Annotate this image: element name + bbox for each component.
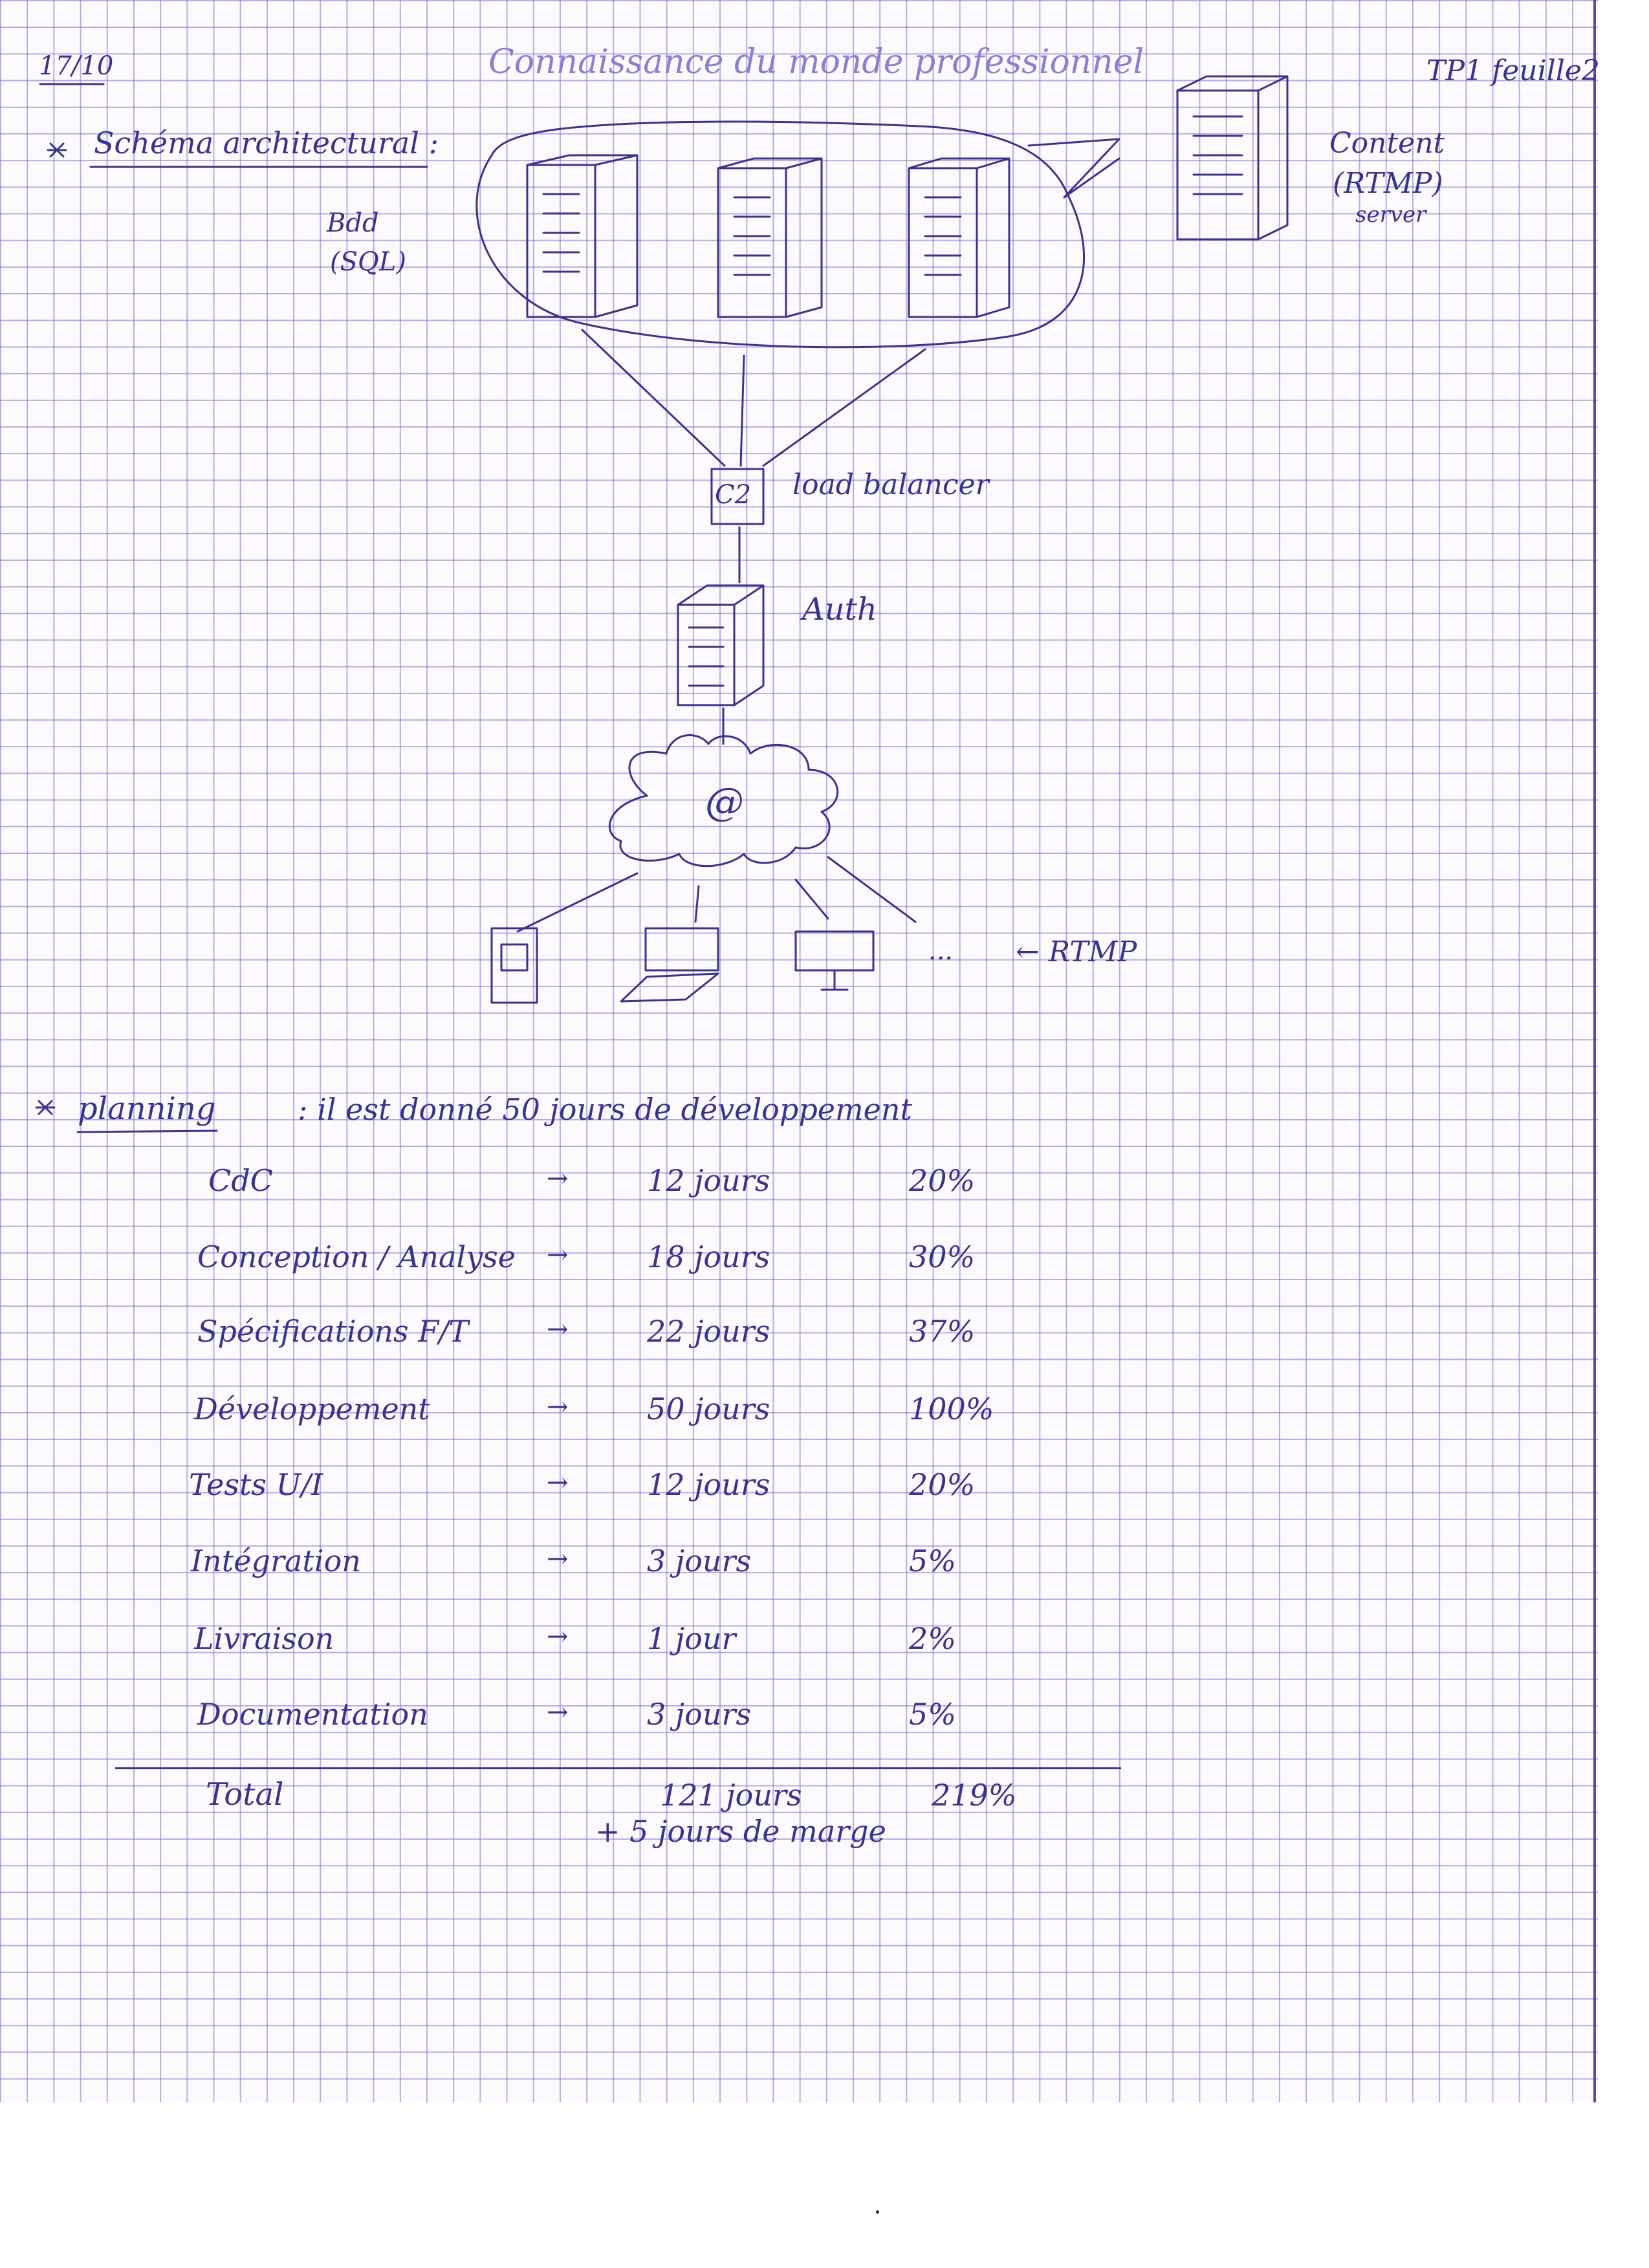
load-balancer-label: load balancer (792, 468, 989, 501)
content-link (1027, 138, 1120, 199)
content-label-1: Content (1329, 127, 1445, 160)
planning-arrow: → (547, 1164, 569, 1194)
db-server-2 (717, 157, 823, 318)
planning-days: 18 jours (647, 1239, 770, 1274)
planning-percent: 20% (909, 1467, 976, 1502)
scan-speck (876, 2210, 879, 2214)
planning-task: Spécifications F/T (197, 1314, 469, 1349)
db-cluster-ellipse (475, 120, 1085, 349)
db-link-3 (762, 348, 926, 467)
content-label-2: (RTMP) (1333, 167, 1443, 200)
planning-task: Documentation (197, 1697, 428, 1732)
planning-days: 22 jours (647, 1314, 770, 1349)
margin-note: + 5 jours de marge (595, 1814, 886, 1849)
planning-arrow: → (547, 1622, 569, 1652)
planning-percent: 37% (909, 1314, 976, 1349)
planning-arrow: → (547, 1392, 569, 1422)
planning-days: 1 jour (647, 1621, 736, 1656)
client-link-4 (827, 856, 917, 923)
load-balancer-box (710, 468, 765, 525)
total-percent: 219% (932, 1778, 1017, 1813)
db-server-3 (908, 157, 1010, 318)
asterisk-2 (35, 1100, 56, 1115)
total-rule (115, 1767, 1121, 1769)
db-label-1: Bdd (327, 208, 379, 238)
page-title: Connaissance du monde professionnel (488, 43, 1144, 82)
planning-arrow: → (547, 1544, 569, 1574)
planning-arrow: → (547, 1314, 569, 1344)
planning-percent: 30% (909, 1239, 976, 1274)
load-balancer-glyph: C2 (715, 480, 752, 510)
planning-underline (76, 1129, 218, 1133)
client-link-2 (694, 885, 700, 923)
phone-client (490, 927, 538, 1004)
planning-task: Livraison (194, 1621, 334, 1656)
db-label-2: (SQL) (330, 247, 406, 277)
planning-percent: 5% (909, 1697, 956, 1732)
rtmp-label: ← RTMP (1016, 935, 1137, 968)
planning-days: 12 jours (647, 1467, 770, 1502)
tp-label: TP1 feuille2 (1426, 54, 1600, 87)
db-server-1 (526, 154, 639, 318)
planning-intro: : il est donné 50 jours de développement (298, 1092, 912, 1127)
total-days: 121 jours (660, 1778, 802, 1813)
desktop-client (794, 930, 875, 991)
auth-server (677, 584, 765, 706)
planning-arrow: → (547, 1468, 569, 1498)
date: 17/10 (39, 51, 114, 81)
planning-task: Tests U/I (189, 1467, 323, 1502)
db-link-1 (581, 329, 726, 467)
client-link-3 (794, 878, 829, 920)
right-margin-line (1593, 0, 1596, 2102)
schema-heading: Schéma architectural : (94, 125, 439, 160)
total-label: Total (206, 1776, 284, 1813)
internet-cloud (609, 734, 839, 867)
laptop-client (620, 927, 719, 1003)
client-link-1 (516, 872, 639, 933)
planning-days: 12 jours (647, 1163, 770, 1198)
content-label-3: server (1355, 202, 1426, 228)
planning-arrow: → (547, 1240, 569, 1270)
graph-paper-sheet (0, 0, 1598, 2102)
planning-percent: 20% (909, 1163, 976, 1198)
planning-days: 50 jours (647, 1391, 770, 1426)
planning-percent: 2% (909, 1621, 956, 1656)
planning-percent: 100% (909, 1391, 994, 1426)
planning-task: Conception / Analyse (197, 1239, 516, 1274)
more-clients-dots: ... (928, 936, 954, 966)
planning-arrow: → (547, 1697, 569, 1727)
planning-task: CdC (208, 1163, 273, 1198)
planning-task: Intégration (191, 1543, 361, 1578)
planning-days: 3 jours (647, 1543, 752, 1578)
content-server (1176, 75, 1289, 241)
asterisk-1 (47, 142, 67, 158)
planning-days: 3 jours (647, 1697, 752, 1732)
at-sign-icon: @ (705, 780, 744, 825)
auth-label: Auth (802, 591, 877, 627)
planning-task: Développement (194, 1391, 430, 1426)
db-link-2 (739, 354, 745, 467)
planning-heading: planning (78, 1091, 216, 1127)
planning-percent: 5% (909, 1543, 956, 1578)
